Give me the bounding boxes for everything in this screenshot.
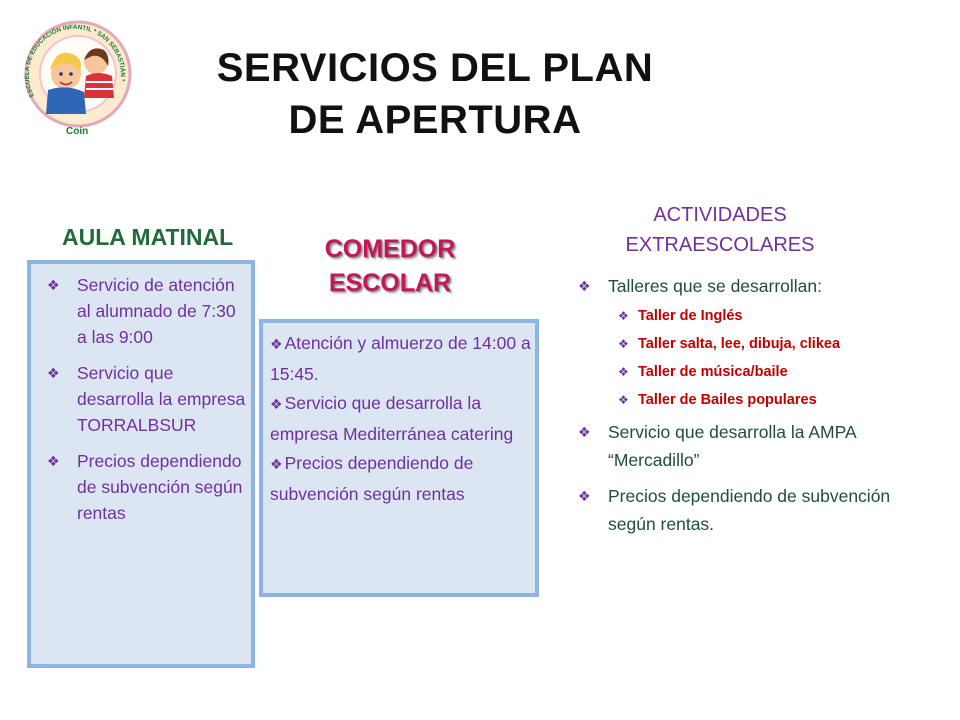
taller-text: Taller de música/baile (638, 364, 788, 380)
aula-matinal-list: ❖ Servicio de atención al alumnado de 7:… (47, 272, 247, 536)
list-item: ❖Servicio que desarrolla la empresa Medi… (270, 389, 532, 449)
diamond-bullet-icon: ❖ (578, 278, 591, 294)
slide-title-line-1: SERVICIOS DEL PLAN (216, 46, 654, 90)
logo-town-label: Coín (66, 126, 88, 137)
diamond-bullet-icon: ❖ (578, 488, 591, 504)
diamond-bullet-icon: ❖ (47, 365, 60, 381)
list-item: ❖ Servicio que desarrolla la AMPA “Merca… (578, 418, 908, 474)
taller-text: Taller de Bailes populares (638, 392, 817, 408)
diamond-bullet-icon: ❖ (47, 453, 60, 469)
aula-item-text: Servicio que desarrolla la empresa TORRA… (77, 363, 246, 435)
list-item: ❖ Precios dependiendo de subvención segú… (578, 482, 908, 538)
diamond-bullet-icon: ❖ (578, 424, 591, 440)
list-item: ❖ Taller de Bailes populares (618, 390, 908, 410)
comedor-item-text: Precios dependiendo de subvención según … (270, 453, 474, 504)
actividades-list: ❖ Talleres que se desarrollan: ❖ Taller … (578, 272, 908, 546)
comedor-item-text: Servicio que desarrolla la empresa Medit… (270, 393, 514, 444)
actividades-item-text: Servicio que desarrolla la AMPA “Mercadi… (608, 422, 856, 470)
aula-item-text: Precios dependiendo de subvención según … (77, 451, 243, 523)
talleres-intro: Talleres que se desarrollan: (608, 276, 823, 296)
list-item: ❖ Servicio de atención al alumnado de 7:… (47, 272, 247, 350)
list-item: ❖Atención y almuerzo de 14:00 a 15:45. (270, 329, 532, 389)
comedor-list: ❖Atención y almuerzo de 14:00 a 15:45. ❖… (270, 329, 532, 509)
taller-text: Taller de Inglés (638, 308, 743, 324)
diamond-bullet-icon: ❖ (270, 456, 283, 472)
comedor-heading-line-1: COMEDOR (324, 235, 456, 263)
diamond-bullet-icon: ❖ (618, 337, 629, 351)
list-item: ❖ Precios dependiendo de subvención segú… (47, 448, 247, 526)
list-item: ❖ Taller de Inglés (618, 306, 908, 326)
actividades-item-text: Precios dependiendo de subvención según … (608, 486, 891, 534)
actividades-heading: ACTIVIDADES EXTRAESCOLARES (600, 200, 840, 260)
actividades-heading-line-1: ACTIVIDADES (653, 204, 787, 226)
comedor-item-text: Atención y almuerzo de 14:00 a 15:45. (270, 333, 531, 384)
list-item: ❖ Taller de música/baile (618, 362, 908, 382)
talleres-list: ❖ Taller de Inglés ❖ Taller salta, lee, … (618, 306, 908, 410)
comedor-heading-line-2: ESCOLAR (328, 269, 452, 297)
list-item: ❖ Servicio que desarrolla la empresa TOR… (47, 360, 247, 438)
slide-title: SERVICIOS DEL PLAN DE APERTURA (150, 42, 720, 146)
aula-matinal-box: ❖ Servicio de atención al alumnado de 7:… (27, 260, 255, 668)
diamond-bullet-icon: ❖ (618, 309, 629, 323)
school-logo: ESCUELA DE EDUCACIÓN INFANTIL * SAN SEBA… (24, 20, 132, 137)
diamond-bullet-icon: ❖ (47, 277, 60, 293)
diamond-bullet-icon: ❖ (618, 365, 629, 379)
diamond-bullet-icon: ❖ (618, 393, 629, 407)
list-item: ❖Precios dependiendo de subvención según… (270, 449, 532, 509)
taller-text: Taller salta, lee, dibuja, clikea (638, 336, 841, 352)
list-item: ❖ Talleres que se desarrollan: ❖ Taller … (578, 272, 908, 410)
actividades-heading-line-2: EXTRAESCOLARES (625, 234, 815, 256)
diamond-bullet-icon: ❖ (270, 396, 283, 412)
aula-item-text: Servicio de atención al alumnado de 7:30… (77, 275, 236, 347)
aula-matinal-heading: AULA MATINAL (62, 224, 234, 250)
comedor-escolar-heading: COMEDOR ESCOLAR (305, 232, 475, 300)
slide-title-line-2: DE APERTURA (288, 98, 582, 142)
diamond-bullet-icon: ❖ (270, 336, 283, 352)
list-item: ❖ Taller salta, lee, dibuja, clikea (618, 334, 908, 354)
comedor-escolar-box: ❖Atención y almuerzo de 14:00 a 15:45. ❖… (259, 319, 539, 597)
